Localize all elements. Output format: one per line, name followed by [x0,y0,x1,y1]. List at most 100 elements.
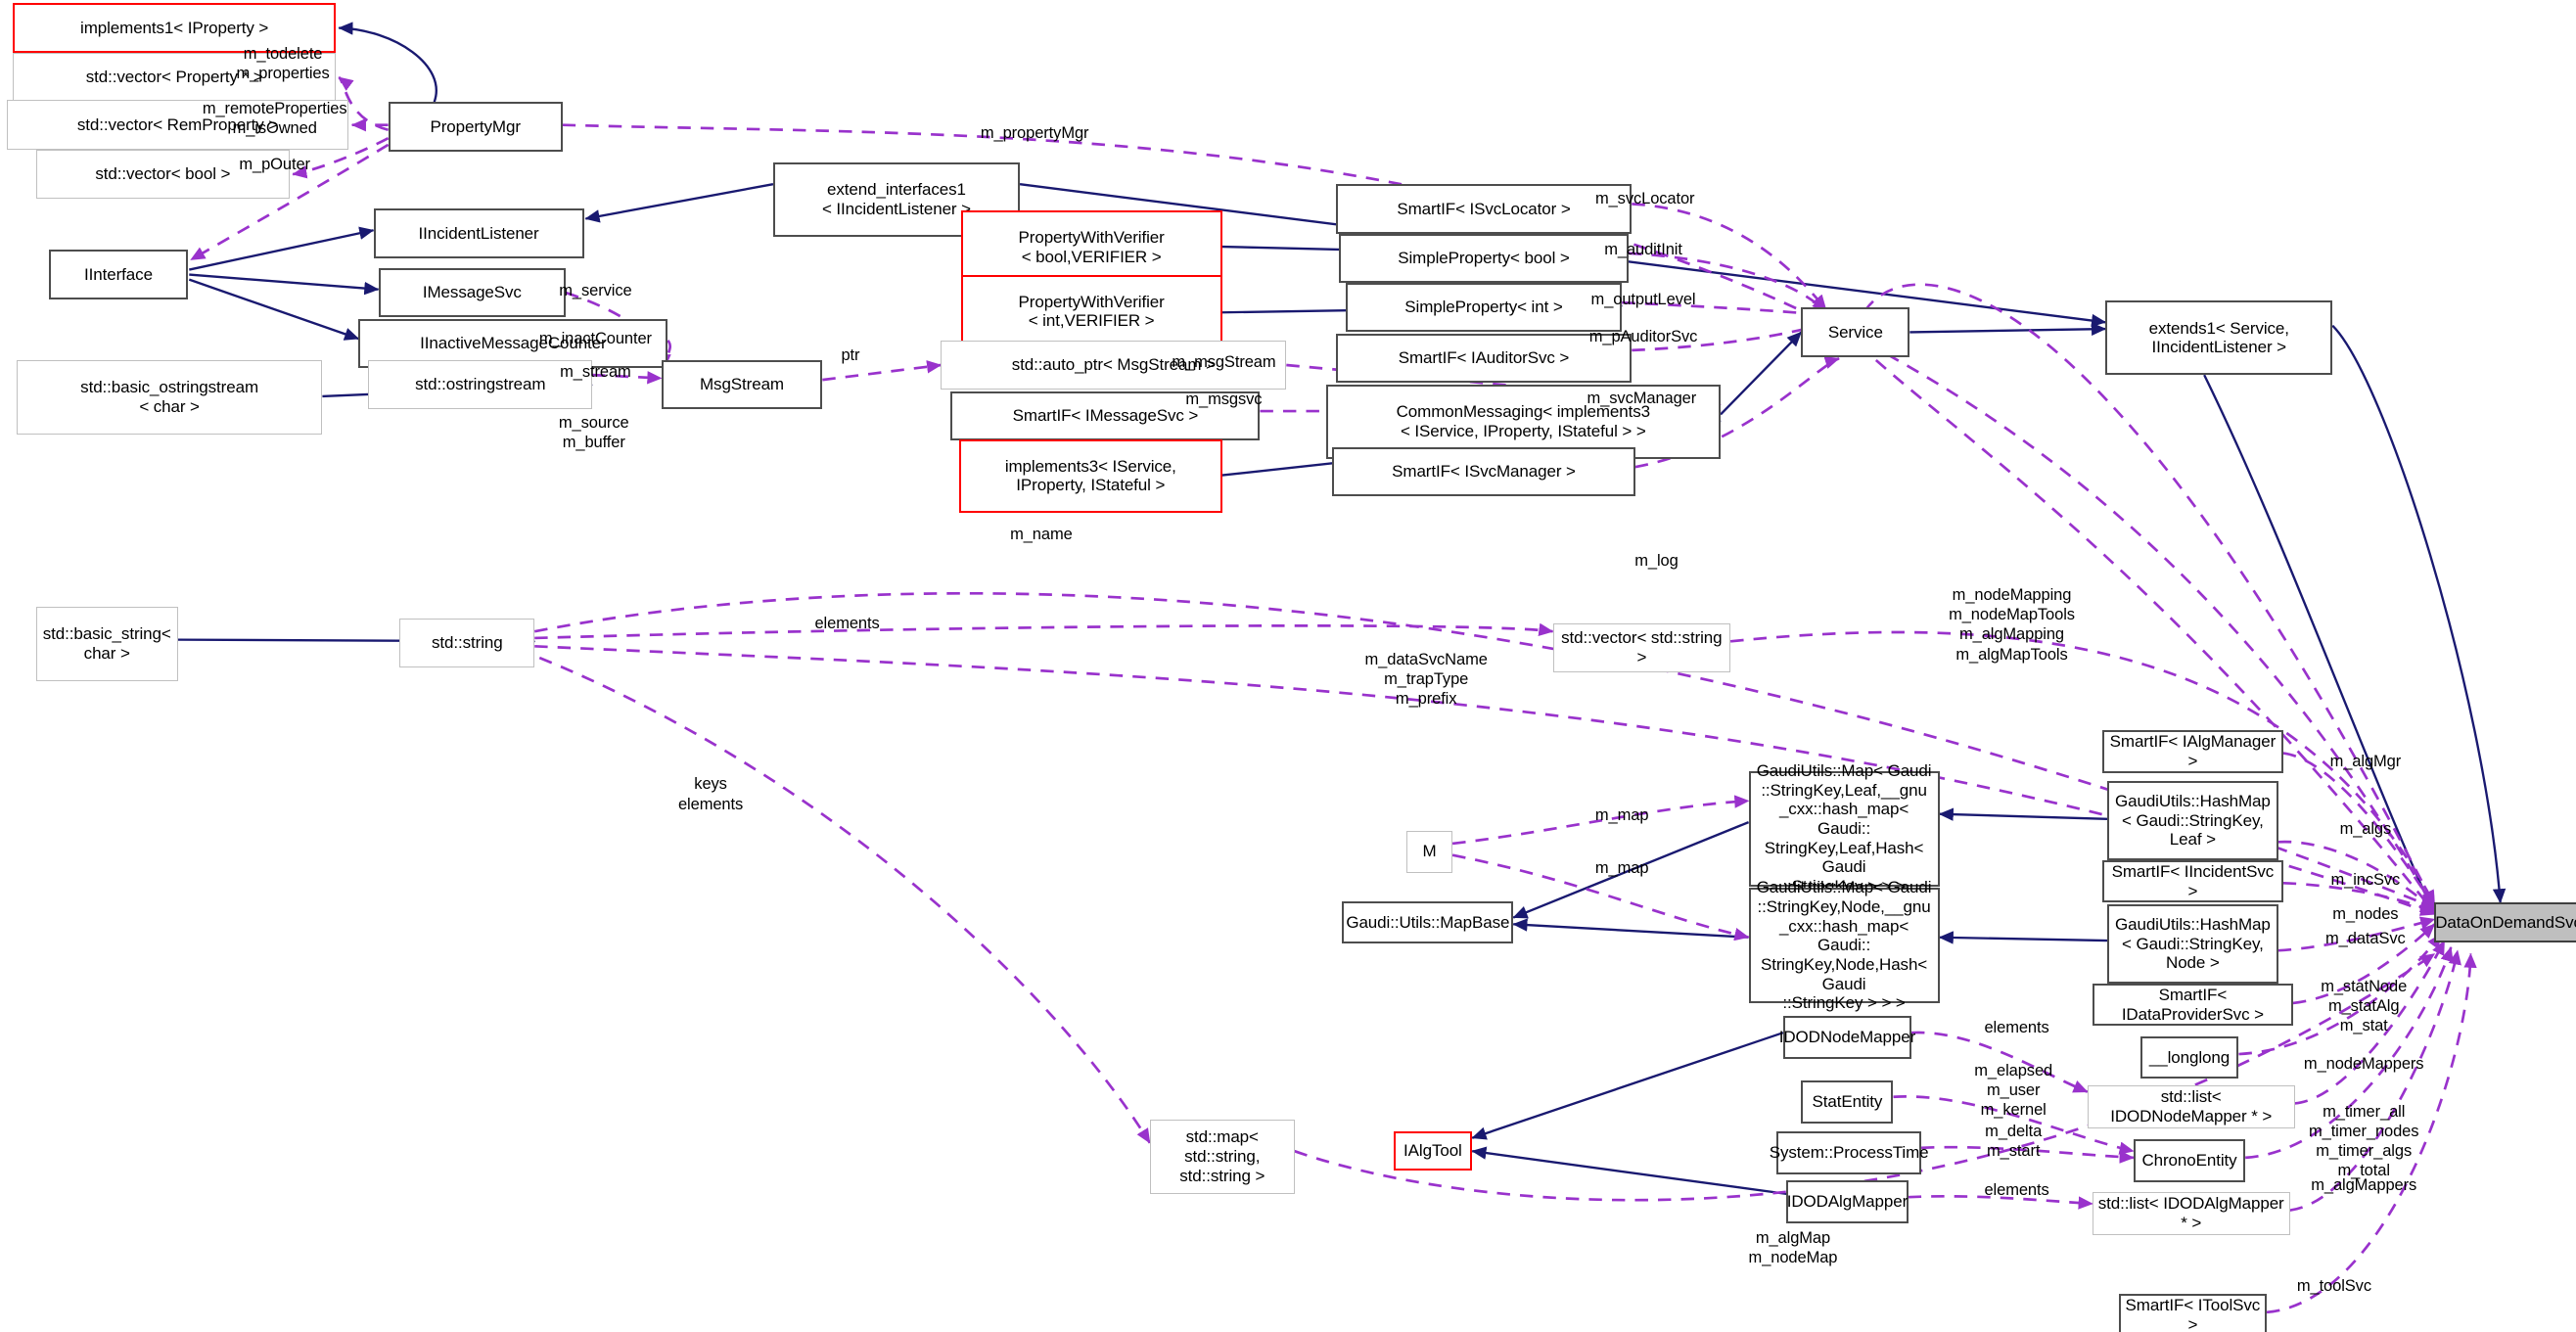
class-node-idodalgmapper[interactable]: IDODAlgMapper [1786,1180,1909,1224]
class-node-smartif_iincidentsvc[interactable]: SmartIF< IIncidentSvc > [2101,859,2283,903]
class-node-statentity[interactable]: StatEntity [1801,1079,1894,1124]
edge-label-m_log: m_log [1634,551,1679,570]
edge-label-m_statNode_group: m_statNode m_statAlg m_stat [2321,978,2408,1035]
class-node-mapbase[interactable]: Gaudi::Utils::MapBase [1342,900,1514,944]
class-node-smartif_ialgmanager[interactable]: SmartIF< IAlgManager > [2101,730,2283,773]
class-node-label: std::ostringstream [415,375,546,394]
class-node-autoptr_msgstream[interactable]: std::auto_ptr< MsgStream > [941,340,1287,390]
class-node-basic_string_char[interactable]: std::basic_string< char > [35,607,178,681]
class-node-label: System::ProcessTime [1769,1142,1929,1162]
edge-label-m_remoteProperties: m_remoteProperties [202,99,347,117]
class-node-dataondemandsvc[interactable]: DataOnDemandSvc [2434,902,2576,942]
edge-label-m_nodes: m_nodes [2332,905,2399,924]
class-node-label: std::list< IDODNodeMapper * > [2110,1087,2273,1125]
class-node-ostringstream[interactable]: std::ostringstream [368,359,593,410]
class-node-ialgtool[interactable]: IAlgTool [1393,1131,1473,1171]
class-node-propertymgr[interactable]: PropertyMgr [388,102,563,152]
class-node-smartif_iauditorsvc[interactable]: SmartIF< IAuditorSvc > [1335,334,1633,384]
class-node-smartif_idataprovidersvc[interactable]: SmartIF< IDataProviderSvc > [2092,983,2293,1027]
class-node-basic_ostringstream[interactable]: std::basic_ostringstream < char > [16,359,323,435]
edge-label-m_service: m_service [559,282,632,300]
edge-label-ptr: ptr [841,345,860,364]
class-node-processtime[interactable]: System::ProcessTime [1770,1131,1929,1174]
class-node-extends1_service[interactable]: extends1< Service, IIncidentListener > [2105,300,2333,376]
class-node-iinterface[interactable]: IInterface [49,250,188,299]
class-node-smartif_itoolsvc[interactable]: SmartIF< IToolSvc > [2118,1294,2267,1332]
edge-label-m_stream: m_stream [560,362,631,381]
class-node-label: implements1< IProperty > [80,18,269,37]
class-node-label: std::auto_ptr< MsgStream > [1011,355,1216,375]
class-node-std_string[interactable]: std::string [399,618,535,668]
class-node-msgstream[interactable]: MsgStream [661,359,823,410]
class-node-label: GaudiUtils::HashMap < Gaudi::StringKey, … [2115,914,2271,973]
class-node-label: IIncidentListener [418,223,539,243]
class-node-label: IInterface [84,264,153,284]
class-node-label: std::vector< std::string > [1561,628,1723,667]
class-node-vector_property_ptr[interactable]: std::vector< Property * > [13,52,336,103]
class-node-list_idodalgmapper[interactable]: std::list< IDODAlgMapper * > [2092,1192,2290,1235]
class-node-longlong[interactable]: __longlong [2139,1035,2239,1079]
edge-label-keys_elements: keys elements [677,775,744,813]
class-node-label: __longlong [2148,1047,2231,1067]
edge-label-m_isOwned: m_isOwned [232,118,317,137]
class-node-label: IAlgTool [1403,1141,1462,1161]
edge-label-elements_vecstring: elements [814,614,880,632]
class-node-iinactivemessagecounter[interactable]: IInactiveMessageCounter [358,318,668,369]
class-node-vector_string[interactable]: std::vector< std::string > [1552,622,1731,673]
edge-label-m_name: m_name [1010,525,1073,543]
edge-label-elements_algmapper: elements [1984,1181,2049,1200]
class-node-smartif_imessagesvc[interactable]: SmartIF< IMessageSvc > [950,390,1261,441]
edge-label-m_algMap_m_nodeMap: m_algMap m_nodeMap [1748,1229,1838,1267]
class-node-label: MsgStream [699,375,784,394]
class-node-label: DataOnDemandSvc [2435,912,2576,932]
class-node-iincidentlistener[interactable]: IIncidentListener [373,208,584,258]
class-node-label: SmartIF< IToolSvc > [2125,1296,2261,1332]
class-node-vector_bool[interactable]: std::vector< bool > [35,149,290,200]
edge-label-elements_nodemapper: elements [1984,1019,2049,1037]
class-node-vector_remproperty[interactable]: std::vector< RemProperty > [6,100,349,150]
class-node-implements1_IProperty[interactable]: implements1< IProperty > [13,3,336,53]
class-node-label: IInactiveMessageCounter [420,334,607,353]
class-node-label: std::vector< bool > [95,164,231,184]
class-node-hashmap_leaf[interactable]: GaudiUtils::HashMap < Gaudi::StringKey, … [2106,781,2278,860]
class-node-simpleproperty_bool[interactable]: SimpleProperty< bool > [1339,233,1629,283]
class-node-simpleproperty_int[interactable]: SimpleProperty< int > [1345,283,1623,333]
class-node-gaudiutils_map_leaf[interactable]: GaudiUtils::Map< Gaudi ::StringKey,Leaf,… [1748,761,1940,896]
edge-label-m_algMappers: m_algMappers [2311,1176,2417,1195]
class-node-label: std::vector< RemProperty > [76,115,279,134]
edge-label-m_incSvc: m_incSvc [2330,870,2401,889]
edge-label-m_timer_group: m_timer_all m_timer_nodes m_timer_algs m… [2308,1102,2419,1180]
class-node-label: SmartIF< ISvcLocator > [1397,199,1571,218]
edge-label-m_nodeMapping_group: m_nodeMapping m_nodeMapTools m_algMappin… [1949,586,2075,664]
edge-label-m_svcLocator: m_svcLocator [1594,190,1695,208]
class-node-label: SmartIF< IDataProviderSvc > [2121,985,2264,1024]
class-node-chronoentity[interactable]: ChronoEntity [2133,1139,2246,1183]
class-node-label: PropertyWithVerifier < int,VERIFIER > [1018,292,1165,331]
class-node-label: SimpleProperty< int > [1404,298,1563,317]
class-node-idodnodemapper[interactable]: IDODNodeMapper [1779,1016,1915,1060]
class-node-label: std::list< IDODAlgMapper * > [2097,1194,2284,1232]
class-node-imessagesvc[interactable]: IMessageSvc [378,267,567,318]
class-node-smartif_isvcmanager[interactable]: SmartIF< ISvcManager > [1332,447,1635,497]
class-node-hashmap_node[interactable]: GaudiUtils::HashMap < Gaudi::StringKey, … [2106,904,2278,984]
class-node-map_string_string[interactable]: std::map< std::string, std::string > [1149,1120,1295,1194]
class-node-label: ChronoEntity [2141,1151,2237,1171]
class-node-propertywithverifier_bool[interactable]: PropertyWithVerifier < bool,VERIFIER > [960,210,1222,285]
class-node-label: SmartIF< IIncidentSvc > [2111,861,2275,900]
class-node-label: SmartIF< IMessageSvc > [1012,406,1199,426]
class-node-propertywithverifier_int[interactable]: PropertyWithVerifier < int,VERIFIER > [960,274,1222,349]
class-node-service[interactable]: Service [1801,307,1910,357]
edge-label-m_pOuter: m_pOuter [239,155,310,173]
class-node-m_box[interactable]: M [1406,830,1453,874]
class-node-list_idodnodemapper[interactable]: std::list< IDODNodeMapper * > [2087,1084,2295,1128]
class-node-label: std::map< std::string, std::string > [1179,1127,1265,1185]
class-node-smartif_isvclocator[interactable]: SmartIF< ISvcLocator > [1335,184,1633,234]
class-node-label: IMessageSvc [422,283,522,302]
class-node-gaudiutils_map_node[interactable]: GaudiUtils::Map< Gaudi ::StringKey,Node,… [1748,878,1940,1012]
edge-label-m_algMgr: m_algMgr [2329,752,2402,770]
class-node-label: IDODAlgMapper [1786,1192,1909,1212]
edge-label-m_svcManager: m_svcManager [1587,389,1697,407]
class-node-implements3[interactable]: implements3< IService, IProperty, IState… [958,438,1222,514]
class-node-label: SmartIF< ISvcManager > [1392,462,1576,482]
